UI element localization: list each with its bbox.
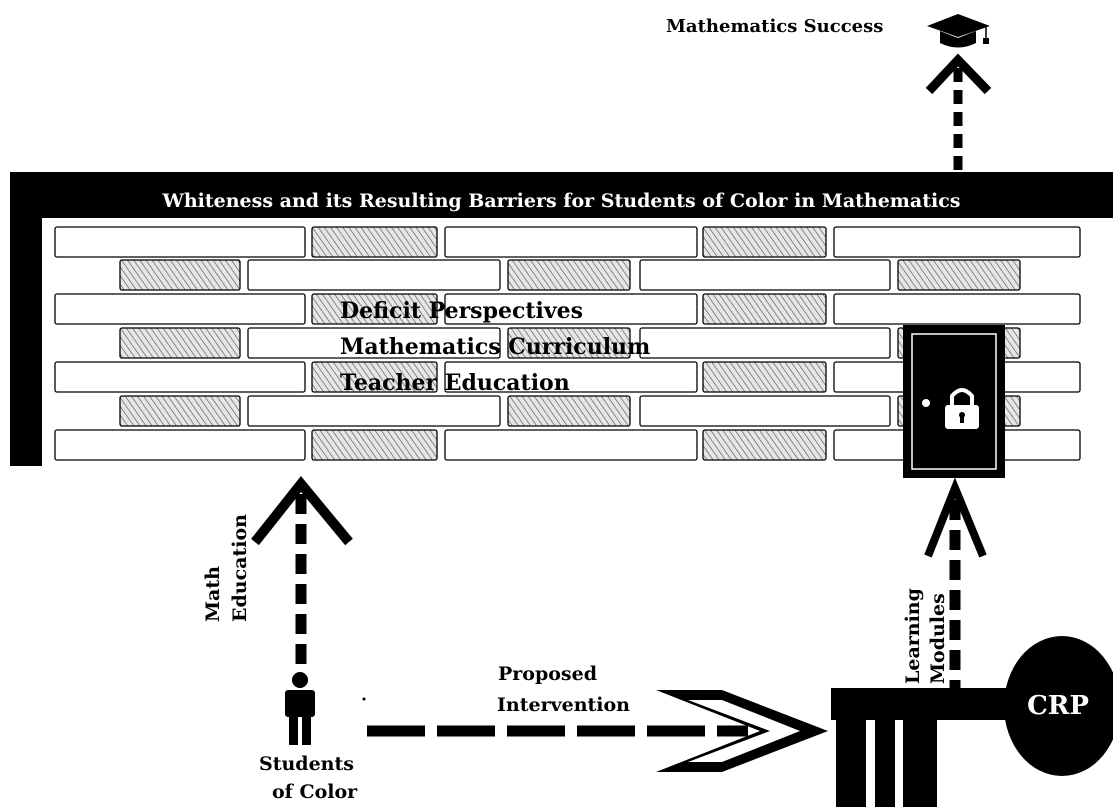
math-education-arrow: [251, 476, 353, 665]
barrier-teacher-education: Teacher Education: [340, 370, 570, 396]
learning-modules-label-line2: Modules: [927, 593, 949, 684]
hatched-brick: [311, 361, 438, 393]
hatched-brick: [702, 361, 827, 393]
hatched-brick: [507, 327, 631, 359]
brick: [833, 226, 1081, 258]
brick: [833, 293, 1081, 325]
brick: [247, 259, 501, 291]
learning-modules-label-line1: Learning: [902, 588, 924, 684]
hatched-brick: [897, 259, 1021, 291]
hatched-brick: [702, 429, 827, 461]
crp-table: [831, 636, 1113, 807]
lock-icon: [945, 388, 979, 429]
brick: [639, 327, 891, 359]
person-icon: [285, 672, 315, 745]
students-label-line2: of Color: [272, 781, 358, 803]
students-label-line1: Students: [259, 753, 354, 775]
success-arrow: [925, 53, 992, 172]
crp-label: CRP: [1027, 691, 1089, 721]
hatched-brick: [702, 226, 827, 258]
learning-modules-arrow: [924, 477, 987, 688]
intervention-label-line2: Intervention: [497, 694, 630, 716]
hatched-brick: [119, 259, 241, 291]
brick: [444, 361, 698, 393]
wall-title: Whiteness and its Resulting Barriers for…: [162, 190, 961, 212]
goal-label: Mathematics Success: [666, 16, 884, 37]
graduation-cap-icon: [927, 14, 990, 48]
brick: [247, 395, 501, 427]
hatched-brick: [507, 395, 631, 427]
brick: [247, 327, 501, 359]
brick: [639, 259, 891, 291]
brick: [54, 429, 306, 461]
barrier-deficit-perspectives: Deficit Perspectives: [340, 298, 584, 324]
hatched-brick: [311, 226, 438, 258]
brick: [444, 429, 698, 461]
brick: [54, 361, 306, 393]
barrier-mathematics-curriculum: Mathematics Curriculum: [340, 334, 651, 360]
hatched-brick: [702, 293, 827, 325]
hatched-brick: [311, 293, 438, 325]
hatched-brick: [311, 429, 438, 461]
hatched-brick: [507, 259, 631, 291]
brick: [54, 293, 306, 325]
intervention-label-line1: Proposed: [498, 663, 597, 685]
brick: [444, 226, 698, 258]
proposed-intervention-arrow: [362, 690, 828, 772]
hatched-brick: [119, 395, 241, 427]
brick: [54, 226, 306, 258]
math-education-label-line1: Math: [202, 566, 224, 622]
wall-frame: [10, 172, 1113, 466]
brick-wall: [54, 226, 1081, 461]
brick: [639, 395, 891, 427]
brick: [444, 293, 698, 325]
math-education-label-line2: Education: [229, 514, 251, 622]
hatched-brick: [119, 327, 241, 359]
